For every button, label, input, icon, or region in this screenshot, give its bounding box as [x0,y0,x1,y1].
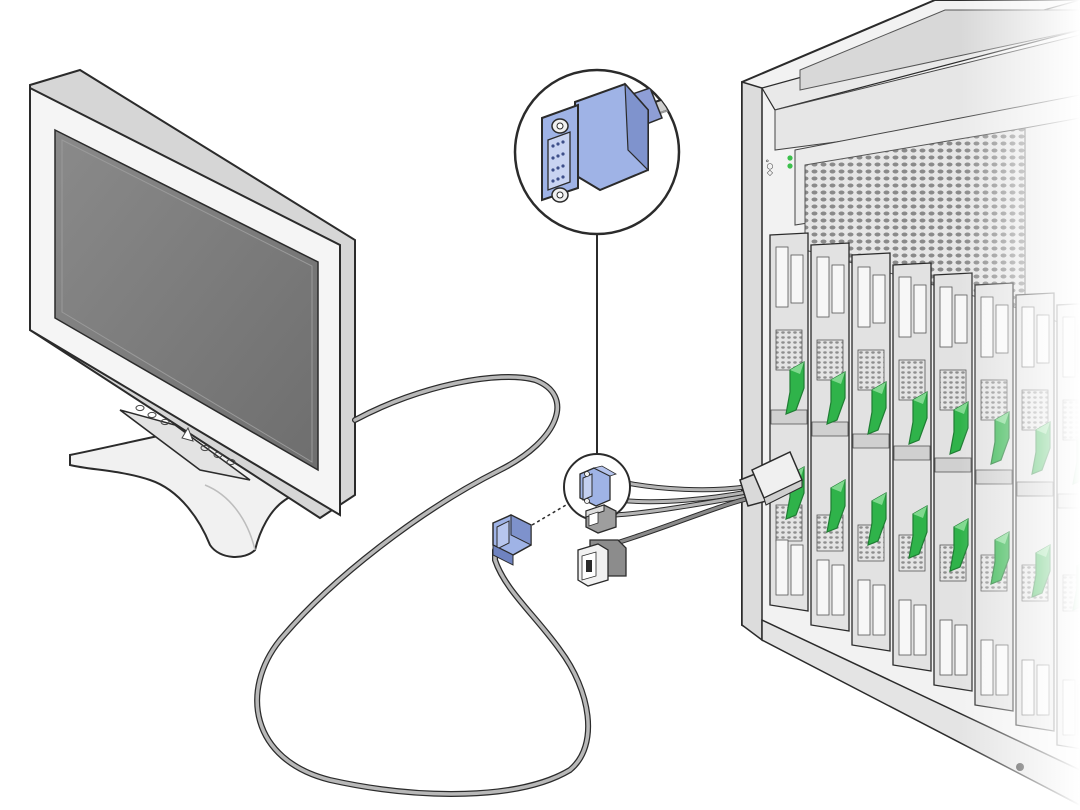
green-lever-icon [867,380,887,435]
blade-module-icon [892,262,932,672]
green-lever-icon [908,504,928,559]
status-glyph: ◇○° [765,159,774,176]
vga-plug-icon [492,514,532,566]
green-lever-icon [785,360,805,415]
blade-module-icon [851,252,891,652]
green-lever-icon [826,478,846,533]
green-lever-icon [908,390,928,445]
monitor-buttons [135,404,236,466]
green-lever-icon [826,370,846,425]
blade-module-icon [810,242,850,632]
usb-connector-icon [577,539,627,587]
green-lever-icon [867,491,887,546]
led-green-icon [787,155,793,161]
usb-connector-icon [585,504,617,534]
callout-magnifier-icon [513,68,681,236]
blade-server-chassis-icon: ◇○° [741,0,1080,810]
monitor-icon [29,68,356,558]
vga-female-connector-icon [579,465,617,507]
monitor-screen [54,128,319,472]
blade-module-icon [769,232,809,612]
led-green-icon [787,163,793,169]
dongle-cable-icon [563,450,803,587]
